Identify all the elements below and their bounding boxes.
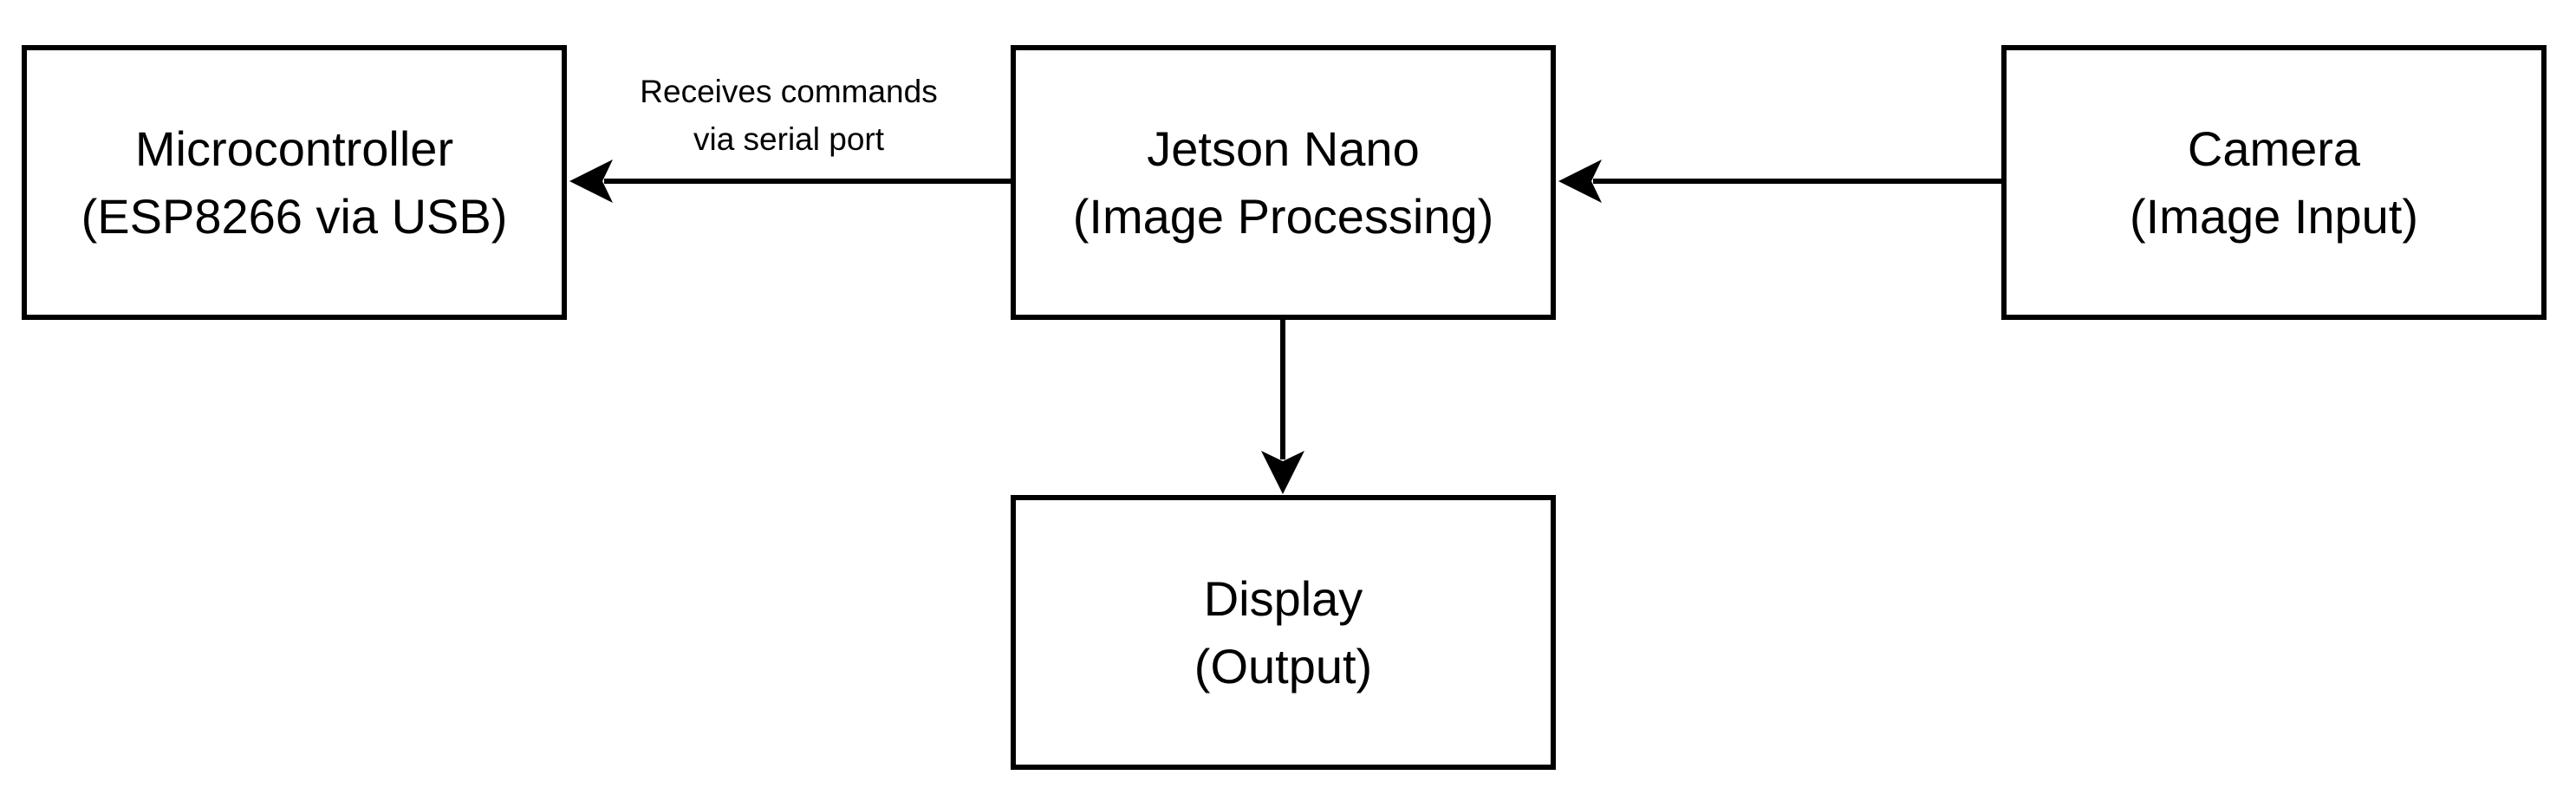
edge-jetson-to-display: [1261, 320, 1304, 494]
node-subtitle: (Image Input): [2129, 188, 2419, 244]
node-title: Display: [1203, 570, 1363, 626]
edge-label-line2: via serial port: [693, 121, 885, 157]
edge-camera-to-jetson: [1558, 160, 2001, 203]
node-title: Camera: [2187, 120, 2361, 176]
node-subtitle: (Output): [1194, 638, 1373, 694]
node-jetson-nano: Jetson Nano (Image Processing): [1011, 45, 1556, 320]
edge-label-line1: Receives commands: [640, 74, 938, 109]
arrowhead-down-icon: [1261, 451, 1304, 494]
node-subtitle: (Image Processing): [1072, 188, 1494, 244]
node-display: Display (Output): [1011, 495, 1556, 770]
node-microcontroller: Microcontroller (ESP8266 via USB): [22, 45, 567, 320]
node-title: Jetson Nano: [1147, 120, 1420, 176]
arrowhead-left-icon: [569, 160, 613, 203]
node-camera: Camera (Image Input): [2001, 45, 2547, 320]
edge-label-serial: Receives commands via serial port: [607, 68, 971, 163]
node-subtitle: (ESP8266 via USB): [81, 188, 508, 244]
arrowhead-left-icon: [1558, 160, 1602, 203]
node-title: Microcontroller: [134, 120, 454, 176]
edge-jetson-to-microcontroller: [569, 160, 1011, 203]
